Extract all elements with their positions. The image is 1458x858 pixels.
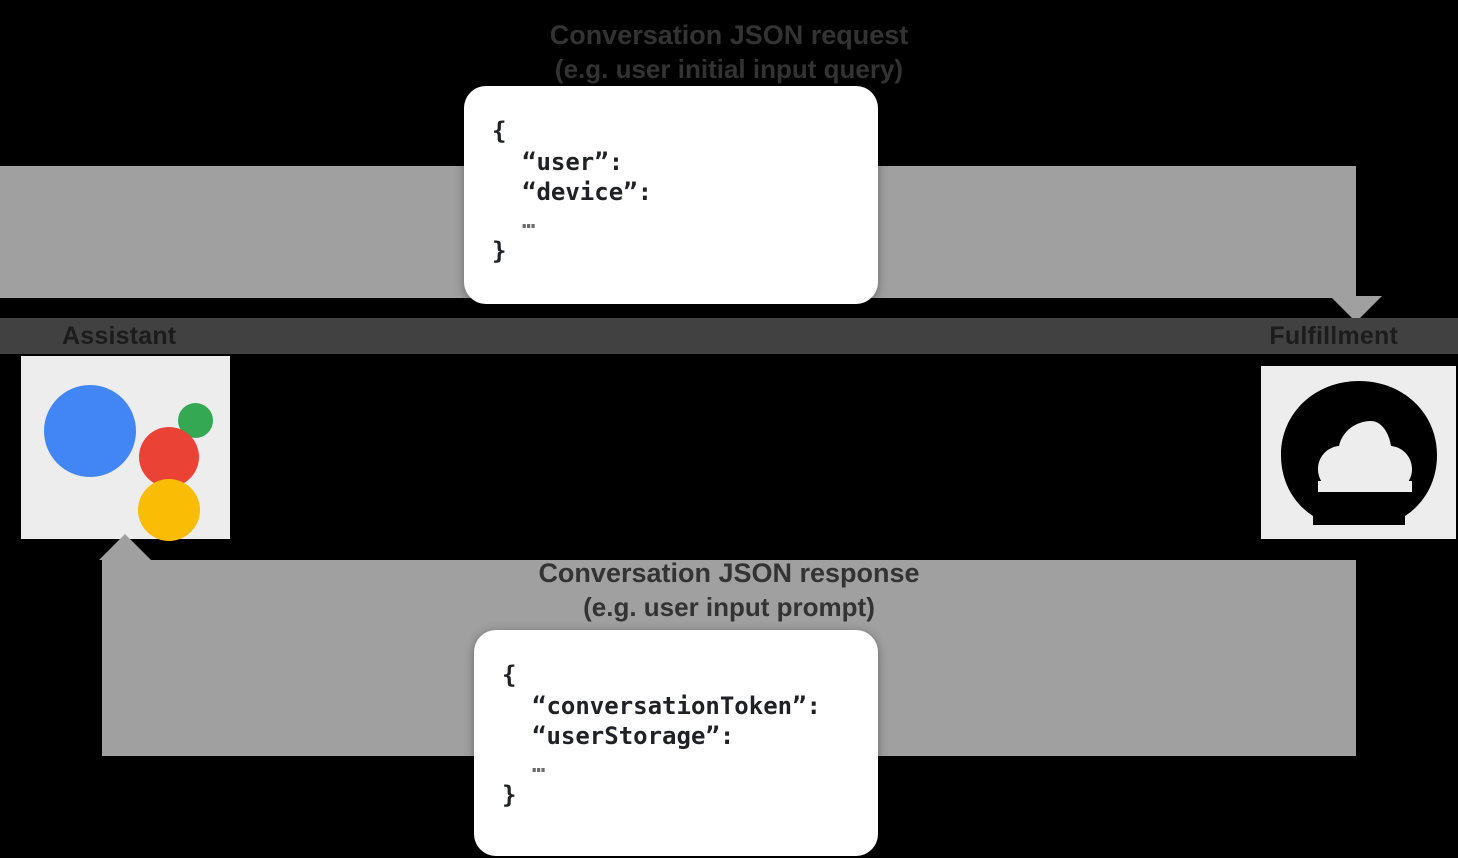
response-caption: Conversation JSON response (e.g. user in… <box>0 556 1458 624</box>
json-open-brace: { <box>492 117 507 145</box>
request-flow-band-origin <box>0 166 113 298</box>
request-caption-line1: Conversation JSON request <box>549 20 909 50</box>
response-caption-line2: (e.g. user input prompt) <box>583 592 875 622</box>
assistant-label: Assistant <box>62 322 177 350</box>
json-ellipsis: … <box>532 753 547 779</box>
request-caption: Conversation JSON request (e.g. user ini… <box>0 18 1458 86</box>
blue-dot-icon <box>43 384 136 477</box>
fulfillment-label: Fulfillment <box>1269 322 1398 350</box>
request-caption-line2: (e.g. user initial input query) <box>554 54 904 84</box>
response-flow-arrowhead-icon <box>99 534 151 560</box>
json-ellipsis: … <box>522 209 537 235</box>
request-json-card: { “user”: “device”: … } <box>464 86 878 304</box>
response-caption-line1: Conversation JSON response <box>538 558 920 588</box>
json-key-user-storage: “userStorage”: <box>532 722 735 751</box>
cloud-icon <box>1280 380 1437 525</box>
json-key-conversation-token: “conversationToken”: <box>532 691 821 720</box>
request-flow-arrowhead-icon <box>1330 296 1382 322</box>
json-open-brace: { <box>502 661 517 689</box>
middle-rail <box>0 318 1458 354</box>
fulfillment-node[interactable] <box>1261 366 1456 539</box>
google-assistant-logo-icon <box>42 373 213 541</box>
json-key-device: “device”: <box>522 178 653 207</box>
yellow-dot-icon <box>137 478 200 541</box>
json-close-brace: } <box>502 781 517 810</box>
assistant-node[interactable] <box>21 356 230 541</box>
json-key-user: “user”: <box>522 147 624 176</box>
red-dot-icon <box>138 426 199 487</box>
response-json-card: { “conversationToken”: “userStorage”: … … <box>474 630 878 856</box>
json-close-brace: } <box>492 237 507 266</box>
